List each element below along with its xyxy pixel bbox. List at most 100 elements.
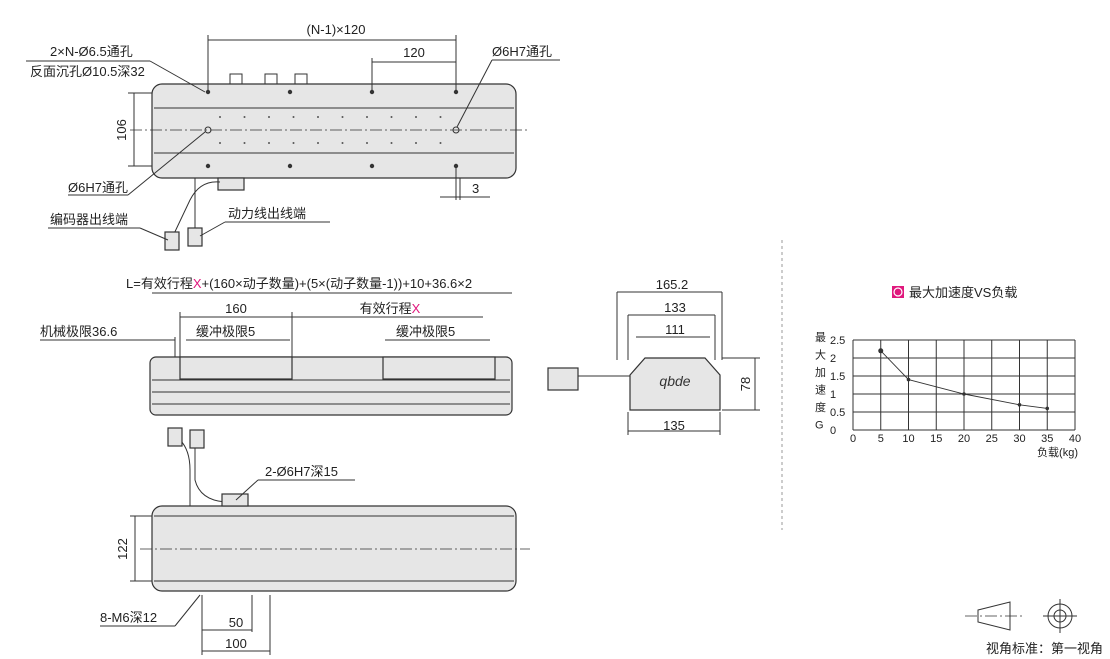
dim-pitch: 120 (403, 45, 425, 60)
y-tick-label: 1 (830, 389, 836, 401)
x-tick-label: 20 (958, 433, 970, 445)
mount-hole (369, 89, 375, 95)
dim-78: 78 (738, 377, 753, 391)
data-point (1045, 406, 1050, 411)
mount-holes (204, 89, 460, 169)
dim-offset-3: 3 (472, 181, 479, 196)
end-view: 165.2 133 111 qbde 135 78 (547, 277, 760, 435)
y-tick-label: 1.5 (830, 371, 845, 383)
dim-slider-160: 160 (225, 301, 247, 316)
dim-111: 111 (665, 322, 685, 337)
y-axis-label-char: 最 (815, 331, 826, 344)
x-tick-label: 25 (986, 433, 998, 445)
tapped-hole (243, 116, 246, 118)
tapped-hole (390, 142, 393, 144)
x-tick-label: 5 (878, 433, 884, 445)
actuator-bottom-body (151, 505, 517, 592)
x-tick-label: 30 (1013, 433, 1025, 445)
length-formula: L=有效行程X+(160×动子数量)+(5×(动子数量-1))+10+36.6×… (126, 276, 472, 291)
tapped-hole (317, 116, 319, 118)
bottom-view: 2-Ø6H7深15 122 8-M6深12 50 100 (100, 427, 530, 655)
tapped-hole (268, 116, 270, 118)
tapped-hole (317, 142, 319, 144)
tapped-hole (268, 142, 270, 144)
y-tick-label: 0 (830, 425, 836, 437)
data-point (962, 392, 966, 396)
y-tick-label: 2 (830, 353, 836, 365)
encoder-outlet-label: 编码器出线端 (50, 212, 128, 227)
pin-holes-label: 2-Ø6H7深15 (265, 464, 338, 479)
tapped-hole (341, 142, 344, 144)
dim-133: 133 (664, 300, 686, 315)
tapped-holes-label: 8-M6深12 (100, 610, 157, 625)
slider-right (382, 356, 496, 380)
power-connector (187, 227, 203, 247)
mount-hole (369, 163, 375, 169)
x-tick-label: 10 (902, 433, 914, 445)
end-profile (629, 357, 721, 411)
effective-stroke-label: 有效行程X (360, 301, 421, 316)
power-outlet-label: 动力线出线端 (228, 206, 306, 221)
pin-hole-left-label: Ø6H7通孔 (68, 180, 128, 195)
tapped-hole (439, 116, 442, 118)
dim-width-106: 106 (114, 119, 129, 141)
pin-hole (452, 126, 460, 134)
projection-label: 视角标准：第一视角 (986, 641, 1103, 656)
slider-left (179, 356, 293, 380)
top-view: (N-1)×120 120 2×N-Ø6.5通孔 反面沉孔Ø10.5深32 Ø6… (26, 22, 560, 251)
buffer-limit-right: 缓冲极限5 (396, 324, 455, 339)
mount-holes-label: 2×N-Ø6.5通孔 (50, 44, 133, 59)
cable-connector (547, 367, 579, 391)
mount-hole (205, 163, 211, 169)
encoder-connector (164, 231, 180, 251)
mount-hole (287, 163, 293, 169)
dim-pitch-total: (N-1)×120 (307, 22, 366, 37)
buffer-limit-left: 缓冲极限5 (196, 324, 255, 339)
x-tick-label: 15 (930, 433, 942, 445)
data-point (878, 348, 884, 354)
connector-box (217, 177, 245, 191)
pin-hole-right-label: Ø6H7通孔 (492, 44, 552, 59)
tapped-hole (292, 116, 295, 118)
tapped-hole (415, 116, 417, 118)
tapped-hole (366, 116, 368, 118)
x-tick-label: 35 (1041, 433, 1053, 445)
x-axis-label: 负载(kg) (1037, 445, 1078, 459)
x-tick-label: 40 (1069, 433, 1081, 445)
chart-title: 最大加速度VS负载 (909, 285, 1017, 300)
dim-100: 100 (225, 636, 247, 651)
data-point (906, 377, 911, 382)
y-axis-label-char: 度 (815, 400, 826, 414)
dim-50: 50 (229, 615, 243, 630)
mount-hole (205, 89, 211, 95)
tapped-hole (439, 142, 442, 144)
actuator-top-body (151, 83, 517, 179)
y-tick-label: 2.5 (830, 335, 845, 347)
dim-165-2: 165.2 (656, 277, 689, 292)
dim-width-122: 122 (115, 538, 130, 560)
y-axis-label-char: G (815, 420, 824, 432)
tapped-hole (366, 142, 368, 144)
tapped-hole (390, 116, 393, 118)
data-point (1017, 403, 1022, 407)
tapped-hole (219, 142, 221, 144)
mount-hole (453, 89, 459, 95)
mech-limit-label: 机械极限36.6 (40, 324, 117, 339)
tapped-hole (292, 142, 295, 144)
mount-hole (287, 89, 293, 95)
side-view: L=有效行程X+(160×动子数量)+(5×(动子数量-1))+10+36.6×… (40, 276, 513, 416)
pin-hole (204, 126, 212, 134)
tapped-hole (243, 142, 246, 144)
y-axis-label-char: 加 (815, 366, 826, 379)
y-tick-label: 0.5 (830, 407, 845, 419)
projection-symbol: 视角标准：第一视角 (965, 599, 1103, 656)
tapped-hole (415, 142, 417, 144)
dim-135: 135 (663, 418, 685, 433)
accel-chart: 最大加速度VS负载 0 5 10 15 20 25 30 35 40 0 0.5 1 1.5 2 2.5 最… (815, 285, 1081, 459)
tapped-hole (219, 116, 221, 118)
y-axis-label-char: 速 (815, 384, 826, 397)
brand-logo: qbde (659, 373, 690, 389)
x-tick-label: 0 (850, 433, 856, 445)
y-axis-label-char: 大 (815, 348, 826, 362)
